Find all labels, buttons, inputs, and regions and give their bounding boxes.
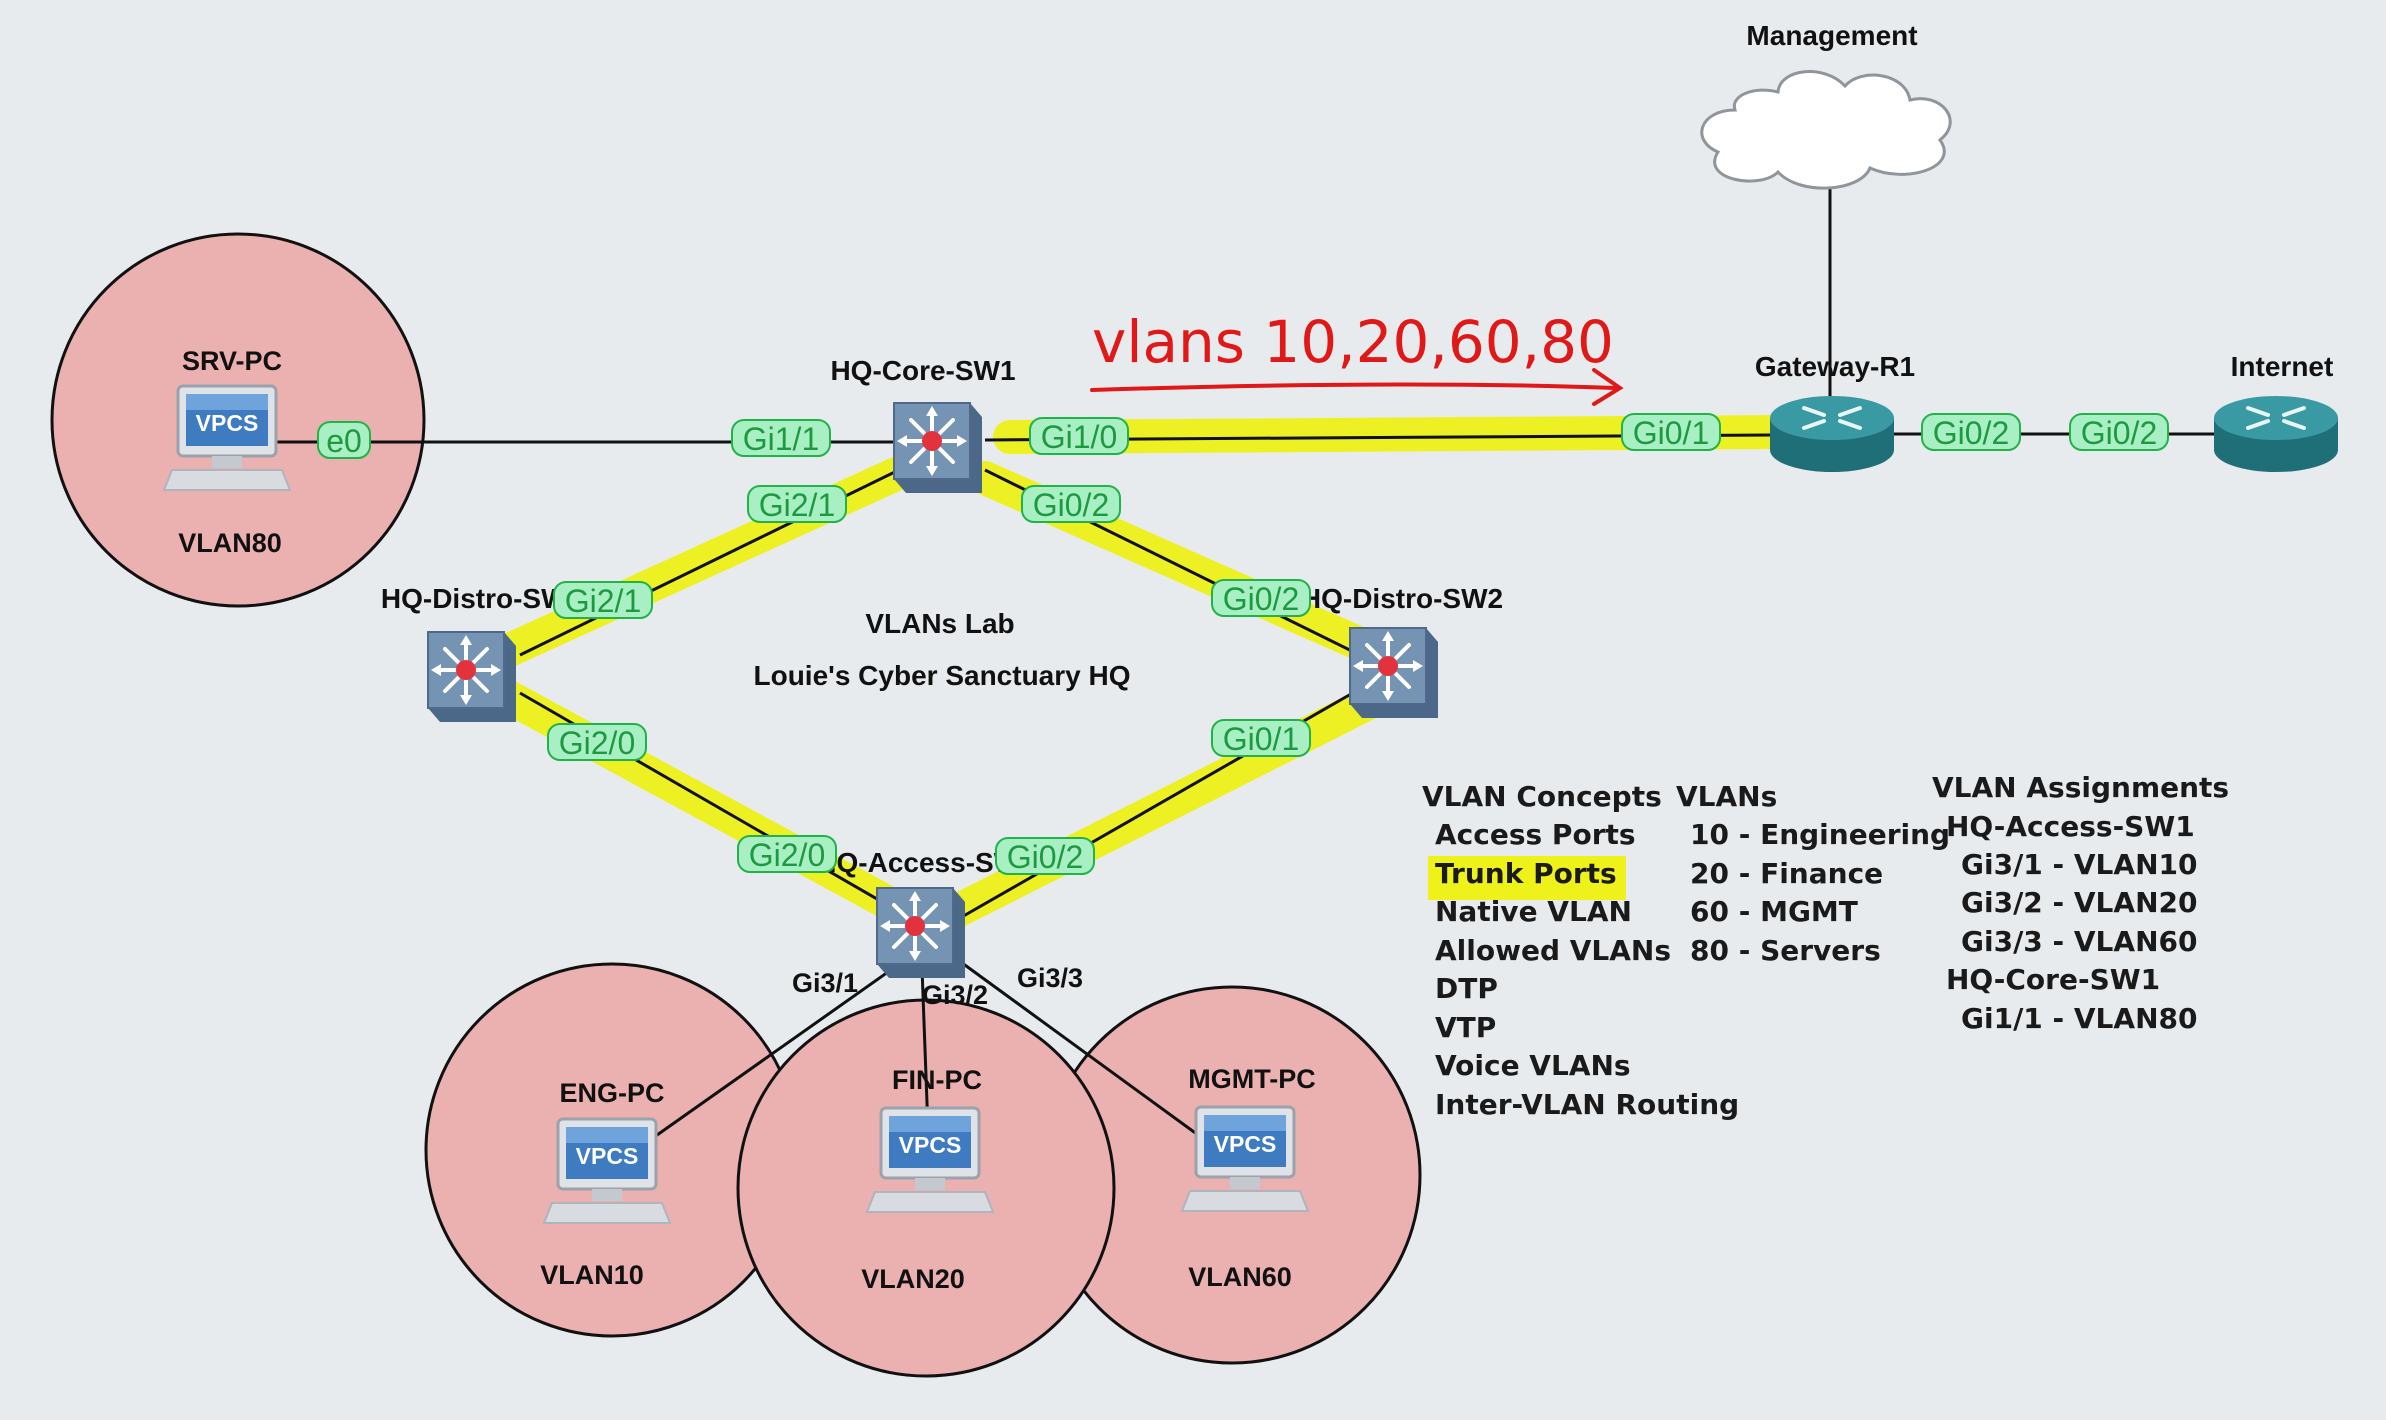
hq-core-sw1-label: HQ-Core-SW1	[830, 355, 1015, 386]
mgmt-pc-vlan-label: VLAN60	[1188, 1262, 1292, 1292]
svg-text:Gi1/1: Gi1/1	[743, 421, 819, 457]
port-acc-gi2-0[interactable]: Gi2/0	[737, 835, 837, 873]
svg-text:e0: e0	[326, 423, 362, 459]
annotation-arrow	[1090, 368, 1624, 406]
gateway-r1-router-icon[interactable]	[1768, 394, 1896, 474]
internet-router-icon[interactable]	[2212, 394, 2340, 474]
legend-assignments-item: HQ-Access-SW1	[1946, 810, 2195, 843]
eng-pc-vpcs-badge: VPCS	[576, 1143, 639, 1169]
srv-pc-label: SRV-PC	[182, 346, 282, 376]
mgmt-pc-label: MGMT-PC	[1188, 1064, 1316, 1094]
legend-vlans: VLANs 10 - Engineering 20 - Finance 60 -…	[1676, 780, 1950, 967]
legend-vlans-item: 10 - Engineering	[1690, 818, 1950, 851]
management-cloud-icon	[1700, 70, 1952, 190]
legend-vlan-concepts: VLAN Concepts Access Ports Trunk Ports N…	[1422, 780, 1739, 1121]
port-inet-gi0-2[interactable]: Gi0/2	[2069, 413, 2169, 451]
legend-assignments-item: Gi3/2 - VLAN20	[1961, 886, 2197, 919]
legend-concepts-item: Inter-VLAN Routing	[1435, 1088, 1739, 1121]
gateway-r1-label: Gateway-R1	[1755, 351, 1915, 382]
svg-text:Gi2/1: Gi2/1	[759, 487, 835, 523]
port-core-gi1-0[interactable]: Gi1/0	[1029, 417, 1129, 455]
svg-text:Gi2/0: Gi2/0	[749, 837, 825, 873]
legend-assignments-item: Gi3/3 - VLAN60	[1961, 925, 2197, 958]
legend-vlans-item: 80 - Servers	[1690, 934, 1881, 967]
legend-vlan-assignments: VLAN Assignments HQ-Access-SW1 Gi3/1 - V…	[1932, 771, 2229, 1035]
svg-text:Gi1/0: Gi1/0	[1041, 419, 1117, 455]
mgmt-pc-vpcs-badge: VPCS	[1214, 1131, 1277, 1157]
port-d2-gi0-2[interactable]: Gi0/2	[1211, 579, 1311, 617]
svg-text:Gi0/1: Gi0/1	[1223, 721, 1299, 757]
port-acc-gi3-2: Gi3/2	[922, 980, 988, 1010]
trunk-ports-highlight	[1428, 856, 1626, 900]
srv-pc-icon[interactable]	[162, 384, 292, 492]
legend-assignments-item: HQ-Core-SW1	[1946, 963, 2160, 996]
svg-text:Gi0/2: Gi0/2	[1007, 839, 1083, 875]
eng-pc-icon[interactable]	[542, 1117, 672, 1225]
hq-distro-sw2-label: HQ-Distro-SW2	[1301, 583, 1503, 614]
vlans-handwritten-annotation: vlans 10,20,60,80	[1092, 308, 1614, 376]
port-d2-gi0-1[interactable]: Gi0/1	[1211, 719, 1311, 757]
fin-pc-vlan-label: VLAN20	[861, 1264, 965, 1294]
legend-assignments-item: Gi3/1 - VLAN10	[1961, 848, 2197, 881]
port-d1-gi2-0[interactable]: Gi2/0	[547, 723, 647, 761]
legend-concepts-heading: VLAN Concepts	[1422, 780, 1662, 813]
port-gw-gi0-2[interactable]: Gi0/2	[1921, 413, 2021, 451]
legend-vlans-heading: VLANs	[1676, 780, 1777, 813]
hq-distro-sw1-switch-icon[interactable]	[426, 630, 518, 724]
port-srv-e0[interactable]: e0	[317, 421, 371, 459]
fin-pc-label: FIN-PC	[892, 1065, 982, 1095]
svg-text:Gi0/2: Gi0/2	[2081, 415, 2157, 451]
legend-vlans-item: 20 - Finance	[1690, 857, 1883, 890]
port-acc-gi3-3: Gi3/3	[1017, 963, 1083, 993]
lab-title: VLANs Lab	[865, 608, 1014, 639]
svg-text:Gi0/2: Gi0/2	[1033, 487, 1109, 523]
port-core-gi0-2[interactable]: Gi0/2	[1021, 485, 1121, 523]
eng-pc-label: ENG-PC	[559, 1078, 664, 1108]
hq-core-sw1-switch-icon[interactable]	[892, 401, 984, 495]
legend-concepts-item: Voice VLANs	[1435, 1049, 1631, 1082]
svg-text:Gi2/0: Gi2/0	[559, 725, 635, 761]
management-label: Management	[1746, 20, 1917, 51]
svg-text:Gi2/1: Gi2/1	[565, 583, 641, 619]
eng-pc-vlan-label: VLAN10	[540, 1260, 644, 1290]
port-acc-gi0-2[interactable]: Gi0/2	[995, 837, 1095, 875]
legend-assignments-item: Gi1/1 - VLAN80	[1961, 1002, 2197, 1035]
svg-text:Gi0/2: Gi0/2	[1933, 415, 2009, 451]
legend-concepts-item: Allowed VLANs	[1435, 934, 1671, 967]
svg-text:Gi0/1: Gi0/1	[1633, 415, 1709, 451]
fin-pc-icon[interactable]	[865, 1106, 995, 1214]
port-d1-gi2-1[interactable]: Gi2/1	[553, 581, 653, 619]
lab-subtitle: Louie's Cyber Sanctuary HQ	[754, 660, 1131, 691]
fin-pc-vpcs-badge: VPCS	[899, 1132, 962, 1158]
legend-concepts-item: DTP	[1435, 972, 1498, 1005]
legend-concepts-item: Trunk Ports	[1435, 857, 1617, 890]
port-core-gi1-1[interactable]: Gi1/1	[731, 419, 831, 457]
legend-concepts-item: Native VLAN	[1435, 895, 1632, 928]
legend-concepts-item: Access Ports	[1435, 818, 1636, 851]
legend-assignments-heading: VLAN Assignments	[1932, 771, 2229, 804]
port-acc-gi3-1: Gi3/1	[792, 968, 858, 998]
svg-text:Gi0/2: Gi0/2	[1223, 581, 1299, 617]
srv-pc-vlan-label: VLAN80	[178, 528, 282, 558]
hq-distro-sw2-switch-icon[interactable]	[1348, 626, 1440, 720]
srv-pc-vpcs-badge: VPCS	[196, 410, 259, 436]
port-gw-gi0-1[interactable]: Gi0/1	[1621, 413, 1721, 451]
port-core-gi2-1[interactable]: Gi2/1	[747, 485, 847, 523]
legend-concepts-item: VTP	[1435, 1011, 1496, 1044]
mgmt-pc-icon[interactable]	[1180, 1105, 1310, 1213]
hq-distro-sw1-label: HQ-Distro-SW1	[381, 583, 583, 614]
internet-label: Internet	[2231, 351, 2334, 382]
hq-access-sw1-switch-icon[interactable]	[875, 886, 967, 980]
legend-vlans-item: 60 - MGMT	[1690, 895, 1858, 928]
